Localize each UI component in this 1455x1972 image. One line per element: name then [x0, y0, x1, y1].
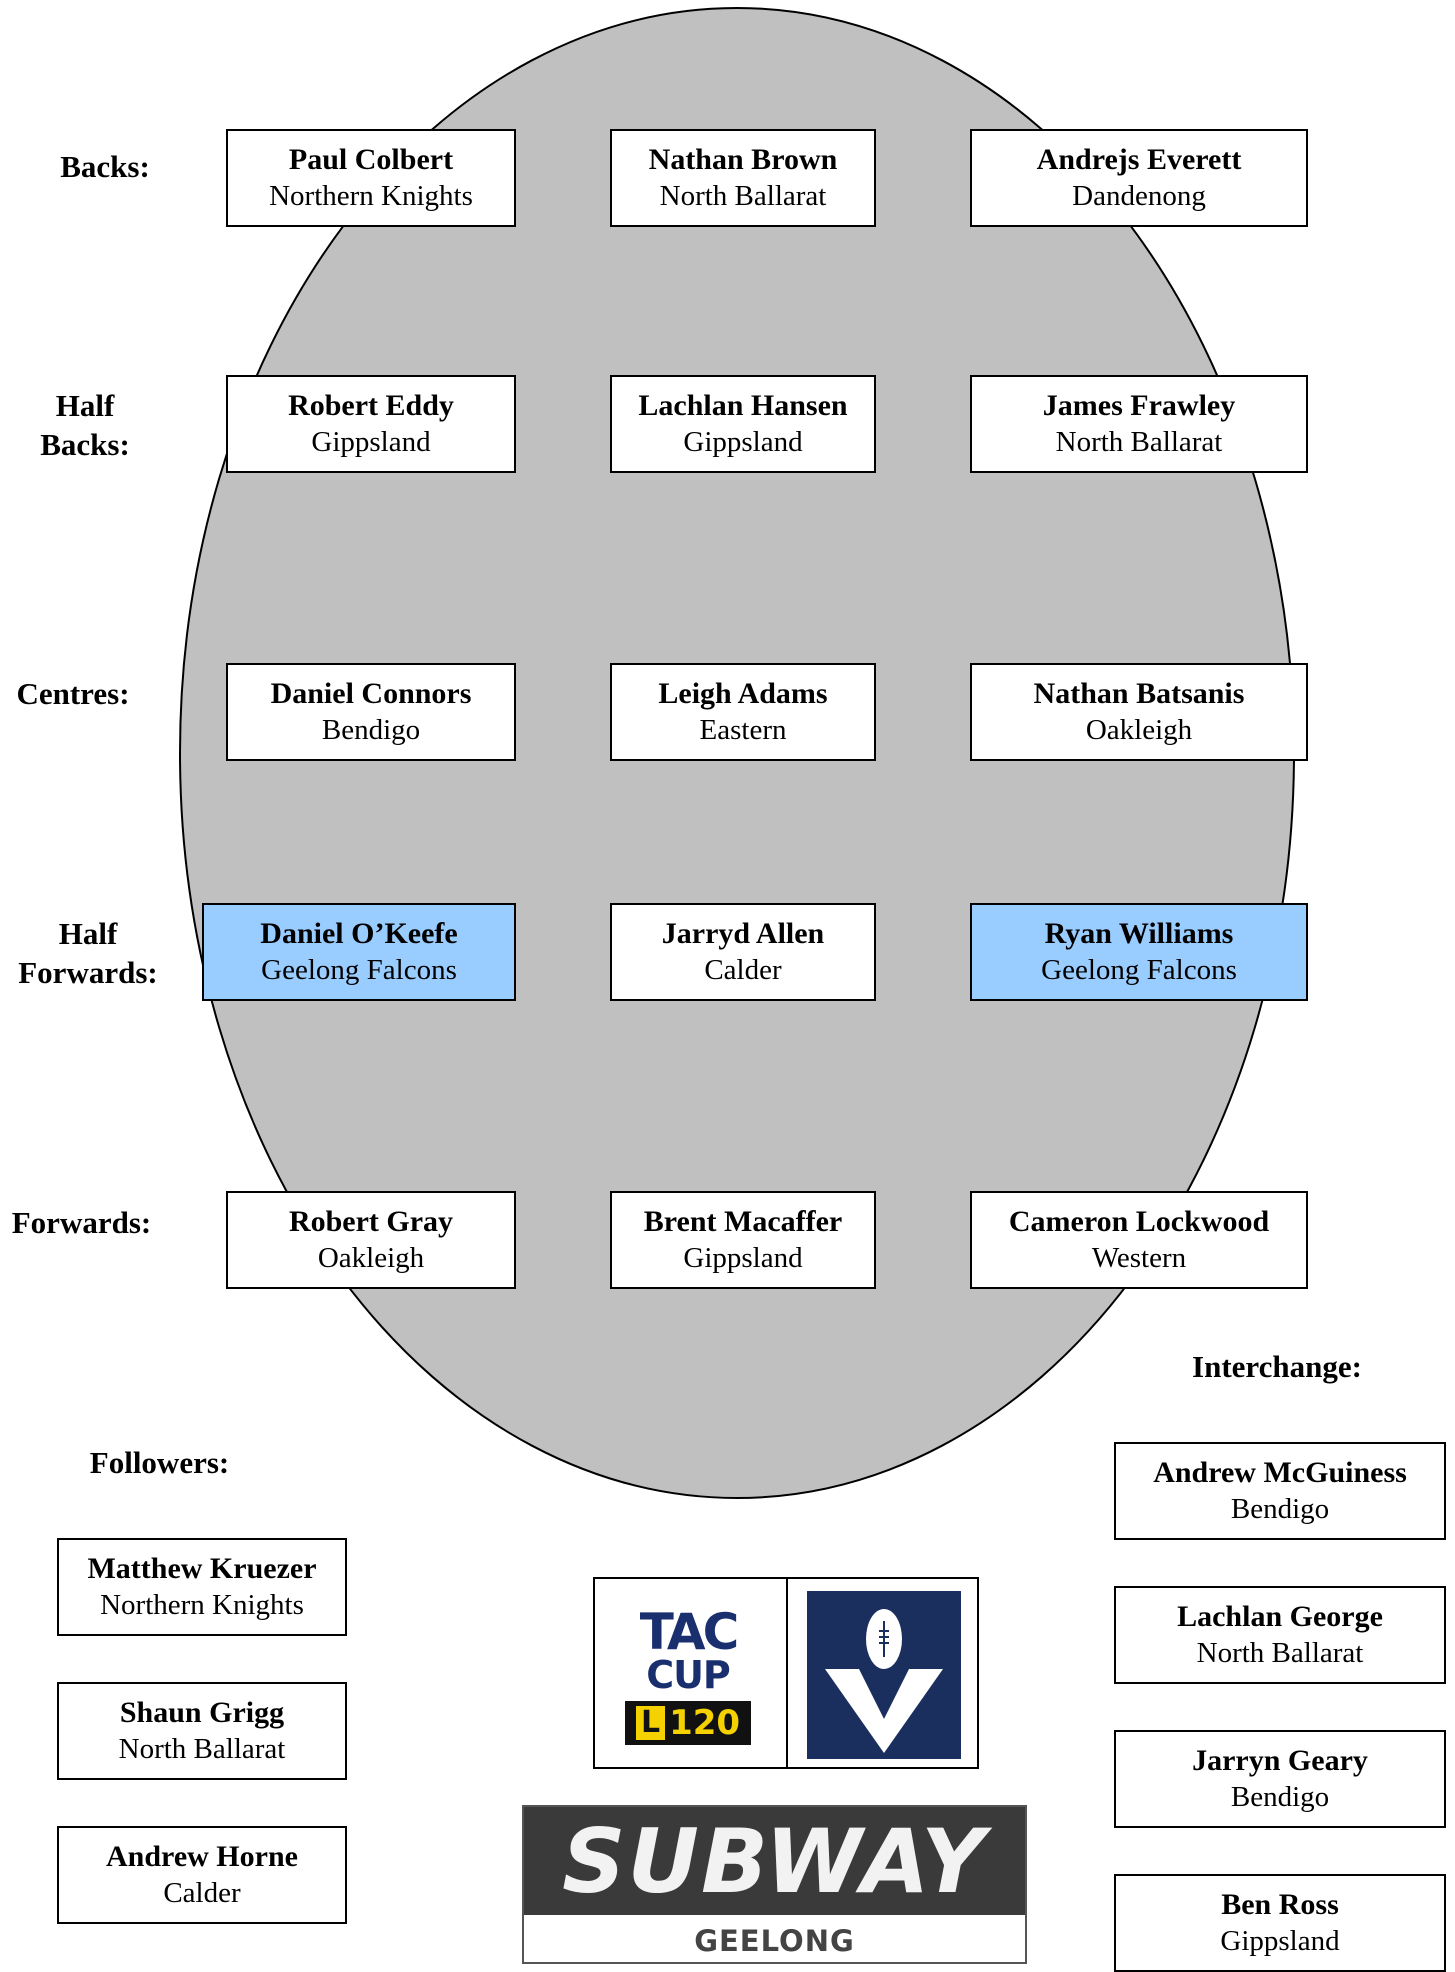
label-forwards: Forwards: [11, 1205, 152, 1240]
player-card: James Frawley North Ballarat [970, 375, 1308, 473]
player-name: James Frawley [1042, 389, 1236, 422]
player-club: Western [1091, 1242, 1187, 1274]
tac-cup-logo-line2: CUP [646, 1653, 731, 1697]
player-club: Geelong Falcons [1041, 954, 1237, 986]
player-card: Robert Gray Oakleigh [226, 1191, 516, 1289]
player-name: Jarryn Geary [1192, 1744, 1368, 1777]
l120-badge: L 120 [625, 1701, 751, 1745]
player-name: Lachlan Hansen [638, 389, 848, 422]
follower-card: Matthew Kruezer Northern Knights [57, 1538, 347, 1636]
label-half-backs-line1: Half [55, 388, 115, 423]
player-name: Daniel O’Keefe [260, 917, 458, 950]
subway-geelong-logo: SUBWAY GEELONG [522, 1805, 1027, 1964]
label-half-backs-line2: Backs: [40, 427, 130, 462]
player-name: Andrejs Everett [1036, 143, 1242, 176]
player-club: Oakleigh [317, 1242, 425, 1274]
player-name: Ben Ross [1221, 1888, 1339, 1921]
tac-cup-logo-line1: TAC [639, 1603, 740, 1661]
player-name: Brent Macaffer [643, 1205, 843, 1238]
player-club: Bendigo [1230, 1493, 1330, 1525]
interchange-card: Andrew McGuiness Bendigo [1114, 1442, 1446, 1540]
label-half-forwards-line2: Forwards: [18, 955, 158, 990]
player-name: Andrew Horne [106, 1840, 298, 1873]
player-card: Andrejs Everett Dandenong [970, 129, 1308, 227]
player-card: Lachlan Hansen Gippsland [610, 375, 876, 473]
player-club: Gippsland [683, 1242, 803, 1274]
player-club: Calder [704, 954, 782, 986]
player-club: Geelong Falcons [261, 954, 457, 986]
player-name: Nathan Batsanis [1033, 677, 1245, 710]
player-club: Bendigo [321, 714, 421, 746]
player-club: North Ballarat [659, 180, 827, 212]
interchange-card: Jarryn Geary Bendigo [1114, 1730, 1446, 1828]
player-club: North Ballarat [1055, 426, 1223, 458]
player-card: Brent Macaffer Gippsland [610, 1191, 876, 1289]
tac-cup-logo: TAC CUP L 120 [623, 1603, 753, 1745]
player-name: Ryan Williams [1044, 917, 1234, 950]
player-name: Andrew McGuiness [1153, 1456, 1407, 1489]
player-club: Oakleigh [1085, 714, 1193, 746]
player-club: North Ballarat [1196, 1637, 1364, 1669]
subway-location: GEELONG [694, 1923, 855, 1958]
player-club: Eastern [699, 714, 787, 746]
label-half-forwards-line1: Half [58, 916, 118, 951]
player-club: Gippsland [683, 426, 803, 458]
player-card: Paul Colbert Northern Knights [226, 129, 516, 227]
player-name: Cameron Lockwood [1008, 1205, 1270, 1238]
player-name: Robert Gray [288, 1205, 454, 1238]
player-name: Leigh Adams [658, 677, 828, 710]
vfl-logo [807, 1591, 961, 1759]
label-half-backs: Half Backs: [20, 386, 150, 464]
player-club: North Ballarat [118, 1733, 286, 1765]
vfl-v-football-icon [825, 1609, 943, 1753]
interchange-card: Lachlan George North Ballarat [1114, 1586, 1446, 1684]
player-card: Robert Eddy Gippsland [226, 375, 516, 473]
l120-badge-letter: L [635, 1706, 666, 1740]
player-card: Daniel Connors Bendigo [226, 663, 516, 761]
subway-wordmark: SUBWAY [524, 1807, 1025, 1915]
player-card: Jarryd Allen Calder [610, 903, 876, 1001]
player-name: Daniel Connors [270, 677, 472, 710]
player-club: Gippsland [311, 426, 431, 458]
player-club: Northern Knights [100, 1589, 304, 1621]
player-club: Calder [163, 1877, 241, 1909]
tac-cup-vfl-logos: TAC CUP L 120 [593, 1577, 979, 1769]
player-club: Northern Knights [269, 180, 473, 212]
player-card: Nathan Batsanis Oakleigh [970, 663, 1308, 761]
player-card: Cameron Lockwood Western [970, 1191, 1308, 1289]
player-name: Shaun Grigg [119, 1696, 285, 1729]
player-name: Paul Colbert [288, 143, 454, 176]
l120-badge-number: 120 [669, 1703, 741, 1743]
player-card: Leigh Adams Eastern [610, 663, 876, 761]
player-name: Matthew Kruezer [87, 1552, 317, 1585]
player-club: Dandenong [1072, 180, 1206, 212]
player-card-highlighted: Daniel O’Keefe Geelong Falcons [202, 903, 516, 1001]
label-centres: Centres: [16, 676, 130, 711]
follower-card: Andrew Horne Calder [57, 1826, 347, 1924]
player-name: Lachlan George [1177, 1600, 1383, 1633]
interchange-card: Ben Ross Gippsland [1114, 1874, 1446, 1972]
label-half-forwards: Half Forwards: [8, 914, 168, 992]
player-club: Bendigo [1230, 1781, 1330, 1813]
player-club: Gippsland [1220, 1925, 1340, 1957]
player-name: Jarryd Allen [661, 917, 825, 950]
player-name: Nathan Brown [648, 143, 838, 176]
player-name: Robert Eddy [288, 389, 454, 422]
player-card-highlighted: Ryan Williams Geelong Falcons [970, 903, 1308, 1001]
follower-card: Shaun Grigg North Ballarat [57, 1682, 347, 1780]
logo-divider [786, 1579, 788, 1767]
label-backs: Backs: [60, 149, 150, 184]
label-interchange: Interchange: [1192, 1349, 1362, 1384]
label-followers: Followers: [89, 1445, 230, 1480]
player-card: Nathan Brown North Ballarat [610, 129, 876, 227]
